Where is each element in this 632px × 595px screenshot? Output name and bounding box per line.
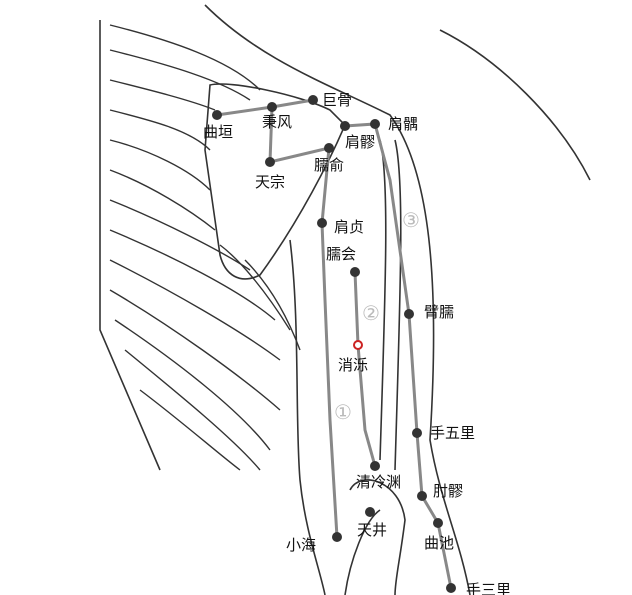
humerus-edge-2 bbox=[394, 139, 402, 471]
shoulder-curve bbox=[439, 29, 591, 181]
spine-outline bbox=[99, 20, 161, 471]
label-zhouliao: 肘髎 bbox=[433, 482, 464, 500]
acupoints bbox=[212, 95, 456, 593]
scapula bbox=[204, 83, 346, 280]
label-tianjing: 天井 bbox=[357, 521, 388, 539]
acupoint-tianjing bbox=[365, 507, 375, 517]
label-jugu: 巨骨 bbox=[322, 91, 353, 109]
acupoint-jugu bbox=[308, 95, 318, 105]
label-jianzhen: 肩贞 bbox=[334, 218, 365, 236]
meridian-number-3: ③ bbox=[402, 208, 420, 232]
acupoint-jianzhen bbox=[317, 218, 327, 228]
acupoint-tianzong bbox=[265, 157, 275, 167]
label-xiaoluo: 消泺 bbox=[338, 356, 369, 374]
acupoint-quchi bbox=[433, 518, 443, 528]
label-binao: 臂臑 bbox=[424, 303, 455, 321]
acupoint-jianliao bbox=[340, 121, 350, 131]
acupoint-quyuan bbox=[212, 110, 222, 120]
label-quyuan: 曲垣 bbox=[203, 123, 234, 141]
acupoint-binao bbox=[404, 309, 414, 319]
meridian-number-2: ② bbox=[362, 301, 380, 325]
meridian-number-1: ① bbox=[334, 400, 352, 424]
label-xiaohai: 小海 bbox=[286, 536, 317, 554]
acupoint-qinglengyuan bbox=[370, 461, 380, 471]
acupoint-bingfeng bbox=[267, 102, 277, 112]
acupoint-naohui bbox=[350, 267, 360, 277]
label-qinglengyuan: 清冷渊 bbox=[356, 473, 402, 491]
label-tianzong: 天宗 bbox=[255, 173, 286, 191]
acupoint-shouwuli bbox=[412, 428, 422, 438]
label-shouwuli: 手五里 bbox=[430, 424, 476, 442]
label-quchi: 曲池 bbox=[424, 534, 455, 552]
acupoint-zhouliao bbox=[417, 491, 427, 501]
label-jianyu: 肩髃 bbox=[388, 115, 419, 133]
arm-outer-outline bbox=[204, 4, 471, 595]
label-shousanli: 手三里 bbox=[466, 581, 512, 595]
label-naoshu: 臑俞 bbox=[314, 156, 345, 174]
acupoint-jianyu bbox=[370, 119, 380, 129]
label-bingfeng: 秉风 bbox=[262, 113, 293, 131]
acupoint-xiaoluo bbox=[353, 340, 363, 350]
arm-inner-outline bbox=[289, 239, 326, 595]
elbow-outline bbox=[349, 479, 406, 595]
acupoint-xiaohai bbox=[332, 532, 342, 542]
label-jianliao: 肩髎 bbox=[345, 133, 376, 151]
forearm-outline bbox=[344, 509, 381, 595]
acupoint-naoshu bbox=[324, 143, 334, 153]
acupoint-shousanli bbox=[446, 583, 456, 593]
humerus-edge bbox=[379, 139, 387, 461]
label-naohui: 臑会 bbox=[326, 245, 357, 263]
